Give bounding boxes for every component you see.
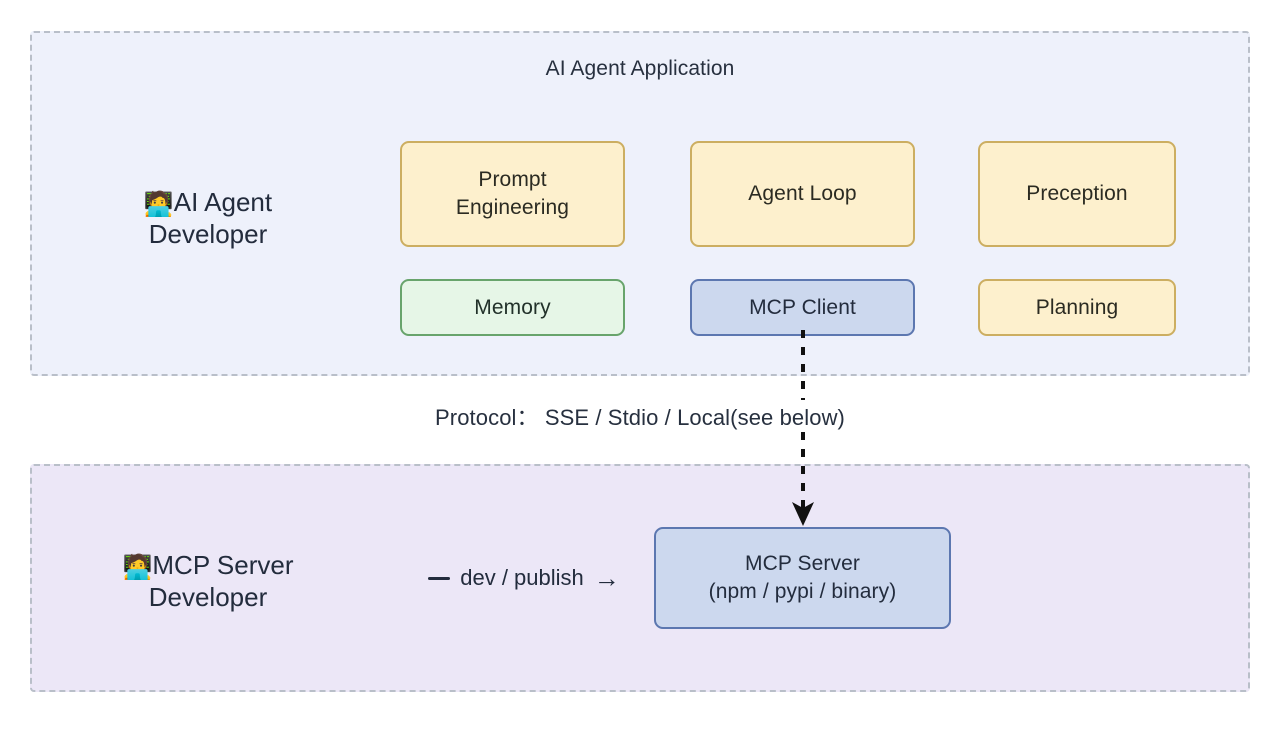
protocol-label: Protocol： SSE / Stdio / Local(see below)	[429, 400, 851, 432]
technologist-icon: 🧑‍💻	[122, 553, 153, 581]
prompt-engineering-box[interactable]: Prompt Engineering	[400, 141, 625, 247]
ai-agent-developer-role: 🧑‍💻AI Agent Developer	[58, 155, 358, 251]
mcp-client-box[interactable]: MCP Client	[690, 279, 915, 336]
technologist-icon: 🧑‍💻	[143, 190, 174, 218]
preception-box[interactable]: Preception	[978, 141, 1176, 247]
mcp-server-box[interactable]: MCP Server (npm / pypi / binary)	[654, 527, 951, 629]
dash-icon	[428, 576, 451, 580]
protocol-label-wrap: Protocol： SSE / Stdio / Local(see below)	[0, 400, 1280, 432]
memory-box[interactable]: Memory	[400, 279, 625, 336]
mcp-server-developer-label: MCP Server Developer	[148, 549, 294, 612]
ai-agent-application-title: AI Agent Application	[545, 57, 735, 80]
mcp-server-developer-role: 🧑‍💻MCP Server Developer	[58, 518, 358, 614]
agent-loop-box[interactable]: Agent Loop	[690, 141, 915, 247]
mcp-server-group	[30, 464, 1250, 692]
dev-publish-arrow: dev / publish →	[398, 560, 650, 596]
dev-publish-label: dev / publish	[460, 565, 584, 590]
arrow-right-icon: →	[593, 563, 620, 593]
planning-box[interactable]: Planning	[978, 279, 1176, 336]
ai-agent-developer-label: AI Agent Developer	[148, 186, 273, 249]
